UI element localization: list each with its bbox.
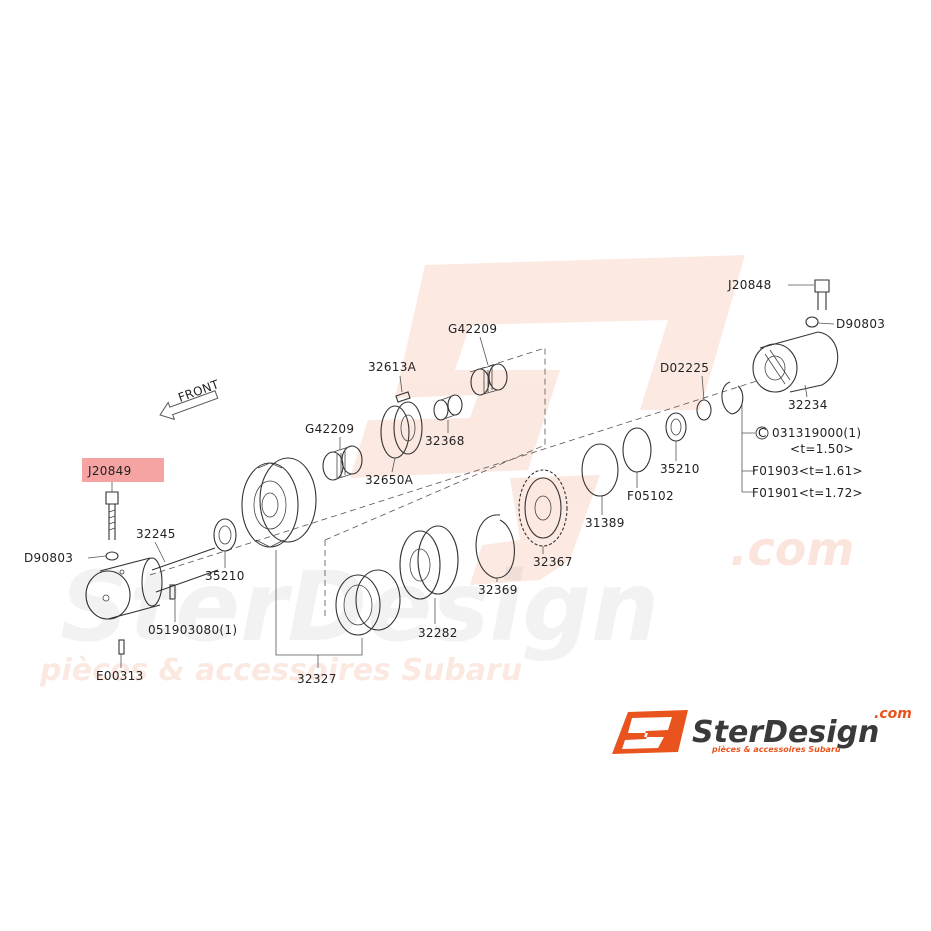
watermark-tagline: pièces & accessoires Subaru <box>39 653 522 688</box>
logo-mark-text: SJ <box>0 0 2 1</box>
label-d02225: D02225 <box>660 361 709 375</box>
sprocket-32367 <box>518 469 568 547</box>
label-031319000: 031319000(1) <box>772 426 861 440</box>
label-j20848: J20848 <box>727 278 772 292</box>
gear-32282 <box>399 525 459 600</box>
needle-bearing-g42209-right <box>470 363 508 396</box>
housing-32234 <box>752 331 839 393</box>
label-32245: 32245 <box>136 527 176 541</box>
ring-31389 <box>581 443 619 497</box>
label-32234: 32234 <box>788 398 828 412</box>
ring-gear-32327 <box>335 569 401 636</box>
needle-bearing-g42209-left <box>322 445 363 481</box>
bearing-35210-right <box>665 412 687 442</box>
label-35210-left: 35210 <box>205 569 245 583</box>
watermark-domain: .com <box>730 522 854 576</box>
label-32327: 32327 <box>297 672 337 686</box>
label-f05102: F05102 <box>627 489 674 503</box>
label-d90803-left: D90803 <box>24 551 73 565</box>
label-32282: 32282 <box>418 626 458 640</box>
snap-ring-031319000 <box>721 381 744 415</box>
label-051903080: 051903080(1) <box>148 623 237 637</box>
label-t150: <t=1.50> <box>790 442 854 456</box>
circle-c-icon <box>755 426 769 440</box>
label-35210-right: 35210 <box>660 462 700 476</box>
front-arrow-icon <box>159 390 219 421</box>
logo-brand: SterDesign <box>692 715 879 750</box>
logo-sj-icon <box>612 710 688 754</box>
label-32369: 32369 <box>478 583 518 597</box>
watermark-logo-mark <box>350 255 745 585</box>
bolt-j20848 <box>814 279 830 310</box>
logo-domain: .com <box>874 706 912 722</box>
label-32367: 32367 <box>533 555 573 569</box>
collar-32368 <box>433 394 463 421</box>
label-32650a: 32650A <box>365 473 414 487</box>
label-e00313: E00313 <box>96 669 144 683</box>
washer-d90803-right <box>805 316 819 328</box>
gear-32327 <box>241 457 317 548</box>
bearing-35210-left <box>213 518 237 552</box>
watermark-brand: SterDesign <box>60 551 659 663</box>
dashed-gear-link <box>324 347 546 620</box>
label-32368: 32368 <box>425 434 465 448</box>
label-g42209-right: G42209 <box>448 322 497 336</box>
logo-tagline: pièces & accessoires Subaru <box>711 744 841 754</box>
circle-c-letter: C <box>758 426 767 440</box>
shaft-32245 <box>85 547 219 620</box>
pin-051903080 <box>169 584 176 600</box>
ring-f05102 <box>622 427 652 473</box>
pin-e00313 <box>118 639 125 655</box>
label-32613a: 32613A <box>368 360 417 374</box>
label-g42209-left: G42209 <box>305 422 354 436</box>
label-d90803-right: D90803 <box>836 317 885 331</box>
part-highlight <box>82 458 164 482</box>
label-f01901: F01901<t=1.72> <box>752 486 863 500</box>
label-31389: 31389 <box>585 516 625 530</box>
bracket-32327 <box>275 550 363 668</box>
shaft-centerline <box>149 379 761 576</box>
label-j20849: J20849 <box>87 464 132 478</box>
brand-logo: SJ .com SterDesign pièces & accessoires … <box>0 0 912 754</box>
label-f01903: F01903<t=1.61> <box>752 464 863 478</box>
snap-ring-32369 <box>475 514 515 579</box>
key-32613a <box>395 391 411 403</box>
group-bracket <box>741 404 755 493</box>
bolt-j20849 <box>105 491 119 540</box>
front-label: FRONT <box>176 377 221 405</box>
